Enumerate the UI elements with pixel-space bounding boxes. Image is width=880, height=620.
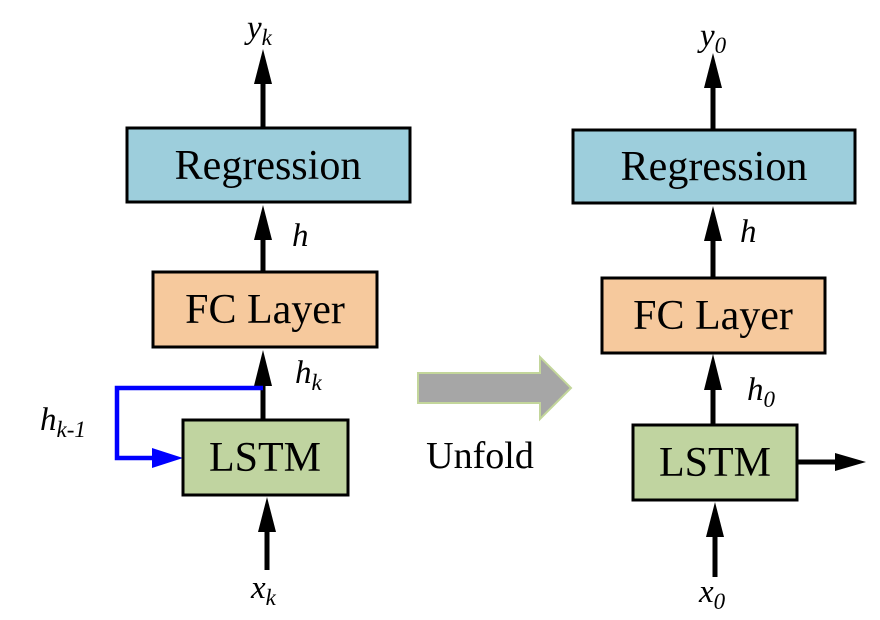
feedback-loop — [114, 385, 263, 468]
unfold-connector: Unfold — [417, 354, 573, 477]
left-regression-label: Regression — [175, 143, 362, 189]
right-fc-layer-label: FC Layer — [633, 293, 793, 339]
right-output-arrow — [704, 53, 722, 130]
folded-lstm-diagram: yk Regression h FC Layer hk hk-1 — [40, 10, 412, 610]
left-lstm-label: LSTM — [209, 435, 321, 481]
right-h-arrow — [704, 206, 722, 278]
right-fc-layer-box — [600, 276, 827, 355]
left-input-label: xk — [250, 570, 277, 610]
left-output-arrow — [254, 49, 272, 128]
right-lstm-label: LSTM — [659, 440, 771, 486]
right-regression-box — [571, 128, 857, 205]
arrowhead-right-icon — [152, 448, 183, 468]
unfold-arrow-icon — [417, 354, 573, 422]
unfold-label: Unfold — [426, 435, 534, 477]
left-hidden-arrow — [254, 350, 272, 420]
left-regression-box — [125, 126, 412, 204]
left-input-arrow — [258, 497, 276, 570]
feedback-label: hk-1 — [40, 402, 86, 442]
left-output-label: yk — [244, 10, 273, 50]
right-regression-label: Regression — [621, 144, 808, 190]
left-h-arrow — [254, 205, 272, 272]
right-lstm-box — [631, 423, 799, 502]
right-state-arrow — [797, 453, 866, 471]
right-input-label: x0 — [698, 574, 726, 614]
arrowhead-up-icon — [704, 354, 722, 390]
arrowhead-up-icon — [258, 497, 276, 532]
arrowhead-up-icon — [254, 49, 272, 84]
left-hidden-label: hk — [295, 355, 323, 395]
arrowhead-up-icon — [254, 350, 272, 386]
right-output-label: y0 — [697, 18, 727, 58]
arrowhead-right-icon — [835, 453, 866, 471]
left-lstm-box — [181, 418, 350, 497]
unfolded-lstm-diagram: y0 Regression h FC Layer h0 LSTM — [571, 18, 866, 614]
arrowhead-up-icon — [704, 206, 722, 241]
arrowhead-up-icon — [706, 502, 724, 537]
left-fc-layer-box — [151, 270, 379, 349]
arrowhead-up-icon — [254, 205, 272, 240]
right-input-arrow — [706, 502, 724, 577]
right-h-label: h — [740, 214, 757, 250]
right-hidden-label: h0 — [747, 372, 776, 412]
arrowhead-up-icon — [704, 53, 722, 88]
left-fc-layer-label: FC Layer — [185, 287, 345, 333]
left-h-label: h — [292, 218, 309, 254]
right-hidden-arrow — [704, 354, 722, 425]
